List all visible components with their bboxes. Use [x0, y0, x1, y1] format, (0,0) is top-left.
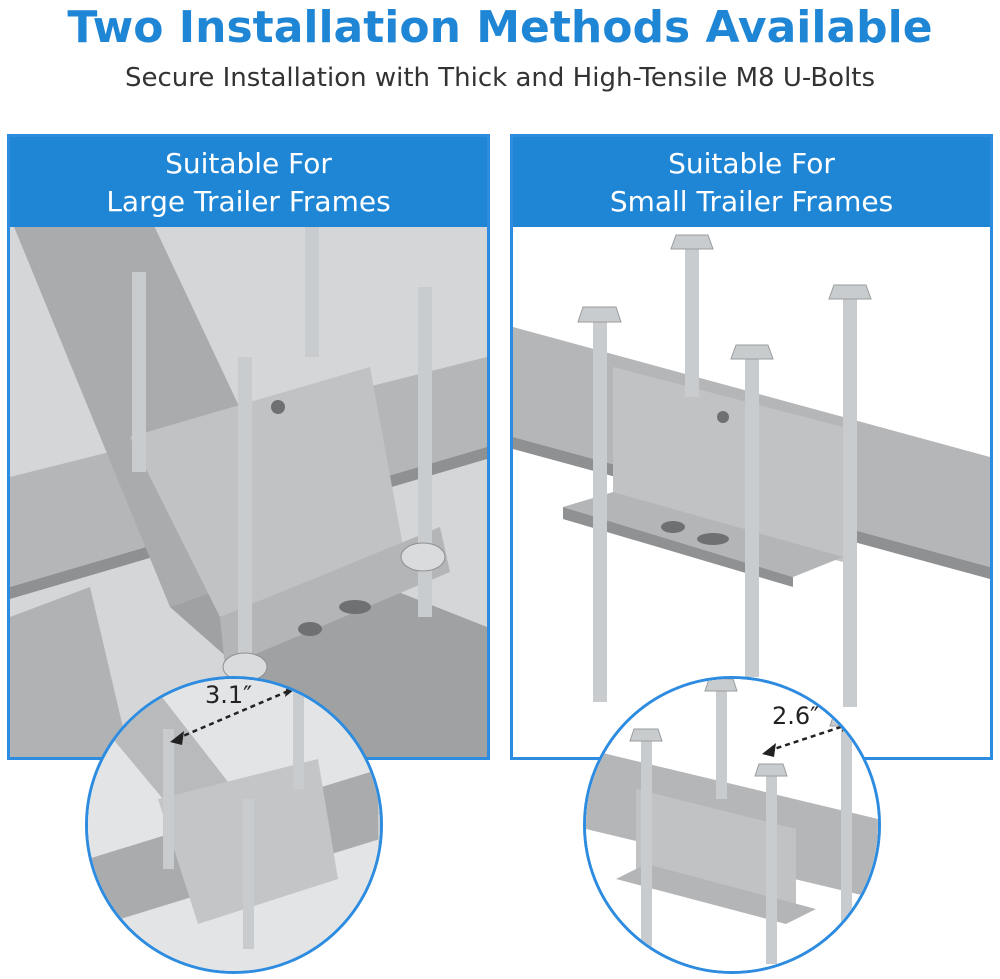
page-title: Two Installation Methods Available — [67, 2, 933, 53]
small-frame-installation-photo — [513, 227, 990, 757]
small-frame-heading-line2: Small Trailer Frames — [609, 185, 894, 218]
large-frame-heading-line2: Large Trailer Frames — [106, 185, 391, 218]
large-frame-closeup-photo — [88, 679, 380, 971]
small-frame-bolt-spacing: 2.6″ — [772, 702, 820, 730]
small-frame-closeup-inset — [583, 676, 881, 974]
small-frame-closeup-photo — [586, 679, 878, 971]
large-frame-panel-header: Suitable For Large Trailer Frames — [10, 137, 487, 227]
large-frame-panel: Suitable For Large Trailer Frames — [7, 134, 490, 760]
small-frame-panel-header: Suitable For Small Trailer Frames — [513, 137, 990, 227]
page-subtitle: Secure Installation with Thick and High-… — [124, 63, 876, 93]
large-frame-installation-photo — [10, 227, 487, 757]
large-frame-closeup-inset — [85, 676, 383, 974]
large-frame-heading-line1: Suitable For — [165, 147, 332, 180]
small-frame-heading-line1: Suitable For — [668, 147, 835, 180]
large-frame-bolt-spacing: 3.1″ — [205, 681, 253, 709]
small-frame-panel: Suitable For Small Trailer Frames — [510, 134, 993, 760]
